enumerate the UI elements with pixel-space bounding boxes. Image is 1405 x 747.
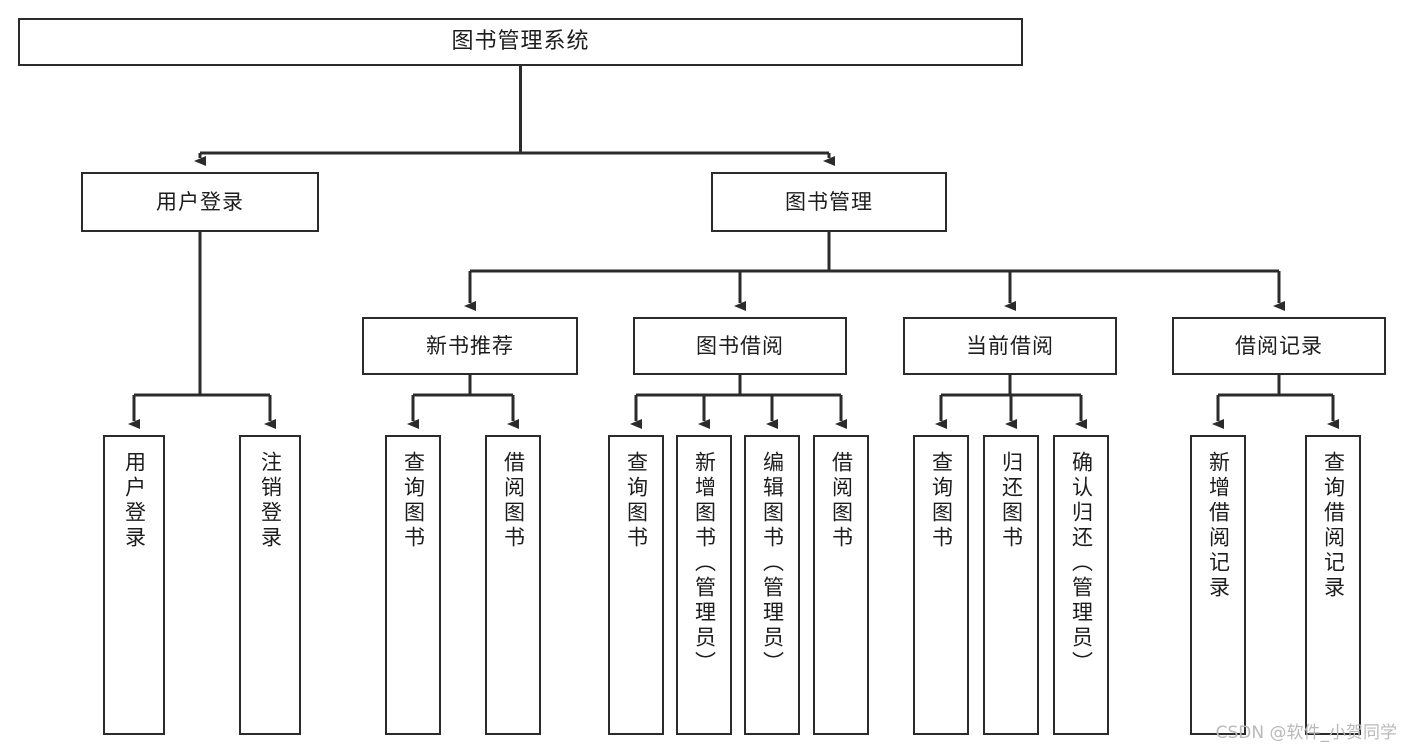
node-leaf-user-logout[interactable]: 注销登录 [239,435,301,735]
node-leaf-user-login[interactable]: 用户登录 [103,435,165,735]
node-leaf-borrow-add[interactable]: 新增图书（管理员） [676,435,732,735]
node-borrow-record[interactable]: 借阅记录 [1172,317,1386,375]
node-label: 图书借阅 [696,333,784,358]
node-label: 借阅图书 [829,451,854,551]
node-label: 查询图书 [929,451,954,551]
node-label: 注销登录 [258,451,283,551]
node-label: 查询图书 [401,451,426,551]
node-label: 用户登录 [122,451,147,551]
node-label: 当前借阅 [966,333,1054,358]
node-leaf-rec-add[interactable]: 新增借阅记录 [1190,435,1246,735]
node-current-borrow[interactable]: 当前借阅 [903,317,1117,375]
node-root[interactable]: 图书管理系统 [18,18,1023,66]
node-label: 确认归还（管理员） [1069,451,1094,676]
node-label: 新书推荐 [426,333,514,358]
node-leaf-borrow-lend[interactable]: 借阅图书 [813,435,869,735]
node-label: 新增图书（管理员） [692,451,717,676]
edge-group [128,66,1339,429]
node-label: 用户登录 [156,189,244,214]
node-book-borrow[interactable]: 图书借阅 [633,317,847,375]
node-label: 新增借阅记录 [1206,451,1231,601]
node-label: 图书管理 [785,189,873,214]
node-leaf-cur-query[interactable]: 查询图书 [913,435,969,735]
node-label: 查询图书 [624,451,649,551]
node-label: 查询借阅记录 [1321,451,1346,601]
node-label: 借阅图书 [501,451,526,551]
node-label: 图书管理系统 [451,29,590,55]
node-leaf-borrow-edit[interactable]: 编辑图书（管理员） [744,435,800,735]
node-user-login[interactable]: 用户登录 [81,172,319,232]
node-label: 编辑图书（管理员） [760,451,785,676]
node-leaf-borrow-query[interactable]: 查询图书 [608,435,664,735]
node-leaf-rec-borrow[interactable]: 借阅图书 [485,435,541,735]
node-leaf-cur-return[interactable]: 归还图书 [983,435,1039,735]
node-leaf-rec-search[interactable]: 查询借阅记录 [1305,435,1361,735]
node-new-book-rec[interactable]: 新书推荐 [362,317,578,375]
node-leaf-cur-confirm[interactable]: 确认归还（管理员） [1053,435,1109,735]
node-book-manage[interactable]: 图书管理 [711,172,947,232]
node-label: 借阅记录 [1235,333,1323,358]
node-leaf-rec-query[interactable]: 查询图书 [385,435,441,735]
node-label: 归还图书 [999,451,1024,551]
